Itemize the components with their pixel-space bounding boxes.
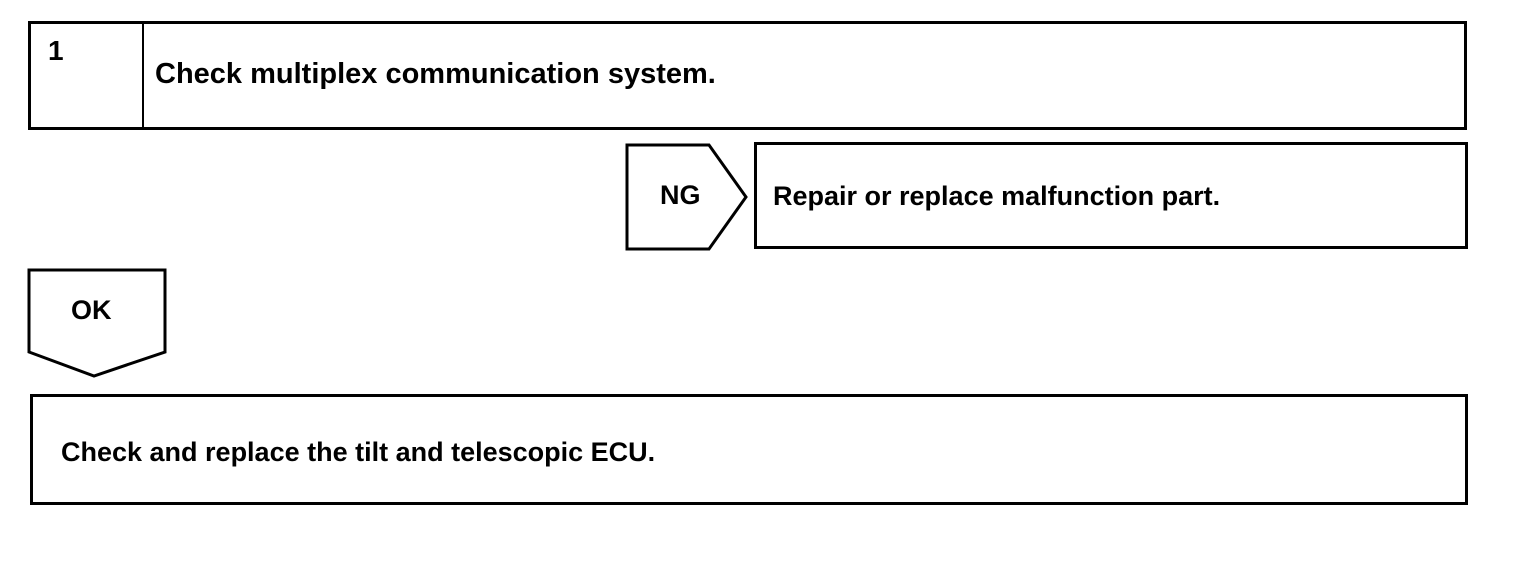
final-step-text: Check and replace the tilt and telescopi… (61, 437, 656, 467)
step-title: Check multiplex communication system. (155, 58, 716, 90)
ok-label: OK (71, 295, 112, 325)
ok-arrow (27, 268, 167, 378)
ng-action-text: Repair or replace malfunction part. (773, 181, 1221, 211)
step-number: 1 (48, 35, 64, 66)
ng-label: NG (660, 180, 701, 210)
ng-action-box: Repair or replace malfunction part. (754, 142, 1468, 249)
step-1-box (28, 21, 1467, 130)
final-step-box: Check and replace the tilt and telescopi… (30, 394, 1468, 505)
ng-arrow (625, 143, 748, 251)
step-divider (142, 24, 144, 127)
